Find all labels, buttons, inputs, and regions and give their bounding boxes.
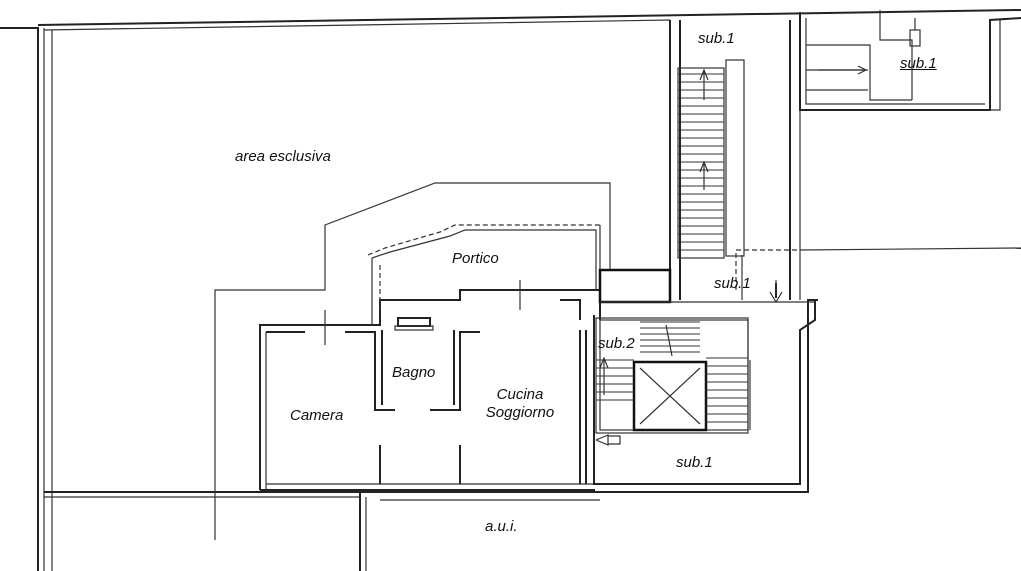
area-esclusiva-label: area esclusiva bbox=[235, 148, 331, 165]
sub1-bottom-label: sub.1 bbox=[676, 454, 713, 471]
outer-boundary bbox=[0, 9, 1021, 571]
sub1-mid-label: sub.1 bbox=[714, 275, 751, 292]
camera-label: Camera bbox=[290, 407, 344, 424]
landing bbox=[598, 249, 815, 304]
house-outline bbox=[214, 182, 611, 540]
aui-label: a.u.i. bbox=[485, 518, 518, 535]
right-lines bbox=[799, 110, 1021, 300]
sub2-stairs bbox=[593, 300, 816, 485]
cucina-label: Cucina bbox=[496, 386, 544, 403]
sub2-label: sub.2 bbox=[598, 335, 635, 352]
soggiorno-label: Soggiorno bbox=[485, 404, 555, 421]
bagno-label: Bagno bbox=[392, 364, 436, 381]
top-right-building bbox=[799, 10, 1021, 111]
portico-label: Portico bbox=[452, 250, 499, 267]
stair-tower bbox=[669, 20, 791, 300]
sub1-top-label: sub.1 bbox=[698, 30, 735, 47]
sub1-top-right-label: sub.1 bbox=[900, 55, 937, 72]
